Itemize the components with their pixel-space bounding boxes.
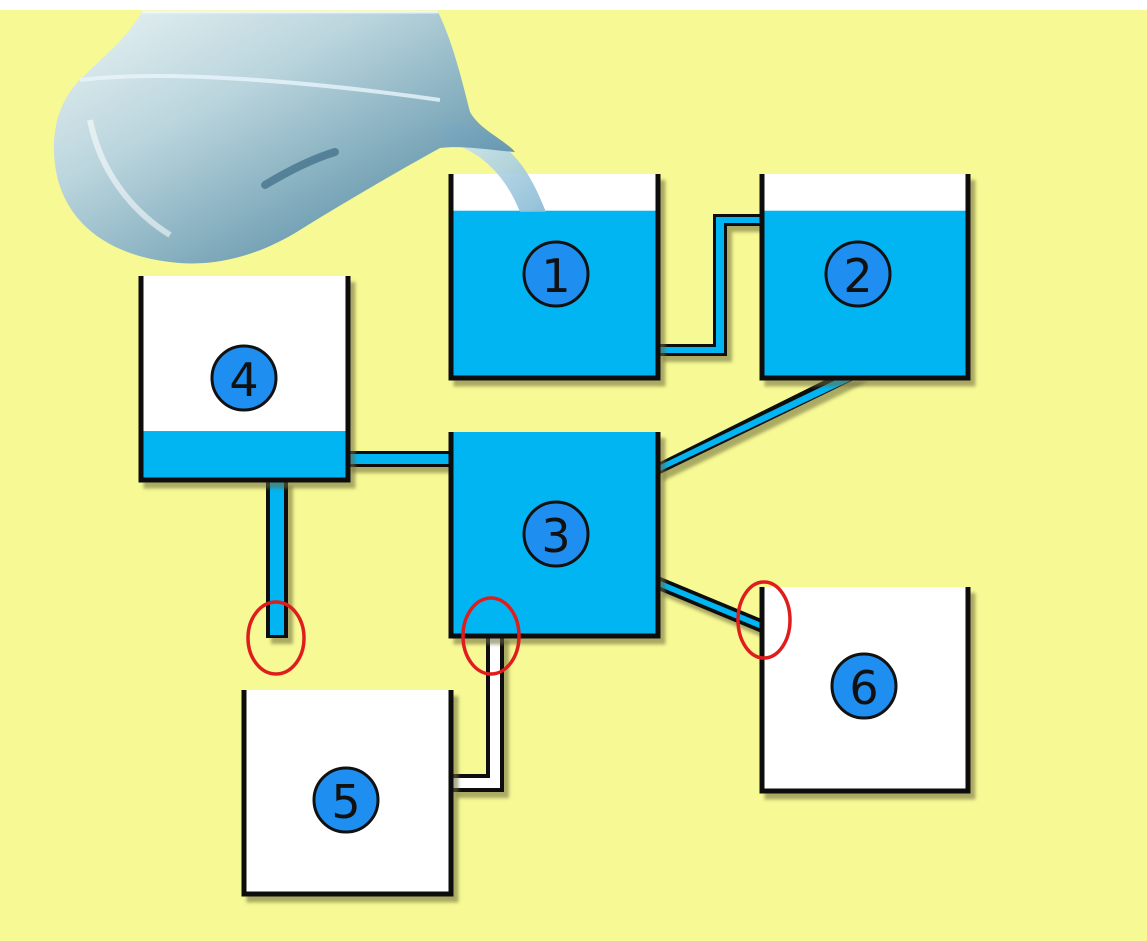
tank-2-number: 2 <box>843 249 872 303</box>
pitcher-highlight <box>87 119 172 238</box>
pipe-3-to-5-inner <box>452 634 500 788</box>
tanks <box>138 174 971 897</box>
pipe-2-to-3 <box>658 375 864 475</box>
tank-3-walls <box>448 432 661 639</box>
pitcher-water-surface <box>79 74 441 102</box>
tank-labels: 1 2 3 4 5 6 <box>210 240 898 834</box>
water-pitcher-icon <box>53 10 546 264</box>
tank-6-badge: 6 <box>830 652 898 720</box>
tank-3-badge: 3 <box>522 500 590 568</box>
pipe-2-to-3-water <box>658 378 856 472</box>
highlight-circle-pipe-3-to-6 <box>736 580 792 660</box>
tank-4-badge: 4 <box>210 344 278 412</box>
tank-1-number: 1 <box>541 249 570 303</box>
tank-6-number: 6 <box>849 661 878 715</box>
tank-1-walls <box>448 174 661 381</box>
tank-5-number: 5 <box>331 775 360 829</box>
tank-2-walls <box>759 174 971 381</box>
pipe-4-to-3-water <box>346 454 454 464</box>
top-white-strip <box>0 0 1147 10</box>
tank-4-number: 4 <box>229 353 258 407</box>
pitcher-reflection <box>261 148 339 189</box>
tank-3-number: 3 <box>541 509 570 563</box>
tank-4-water <box>141 431 348 480</box>
tank-4-walls <box>138 276 351 483</box>
tank-2-badge: 2 <box>824 240 892 308</box>
highlight-circle-pipe-3-to-5 <box>461 596 521 676</box>
tank-2 <box>759 174 971 381</box>
tank-5-walls <box>241 690 454 897</box>
tank-6-walls <box>759 587 971 794</box>
pipe-4-down-water <box>270 480 284 635</box>
highlight-circle-pipe-4-end <box>246 600 306 676</box>
tank-5-badge: 5 <box>312 766 380 834</box>
tank-1-badge: 1 <box>522 240 590 308</box>
highlight-marks <box>246 580 792 676</box>
